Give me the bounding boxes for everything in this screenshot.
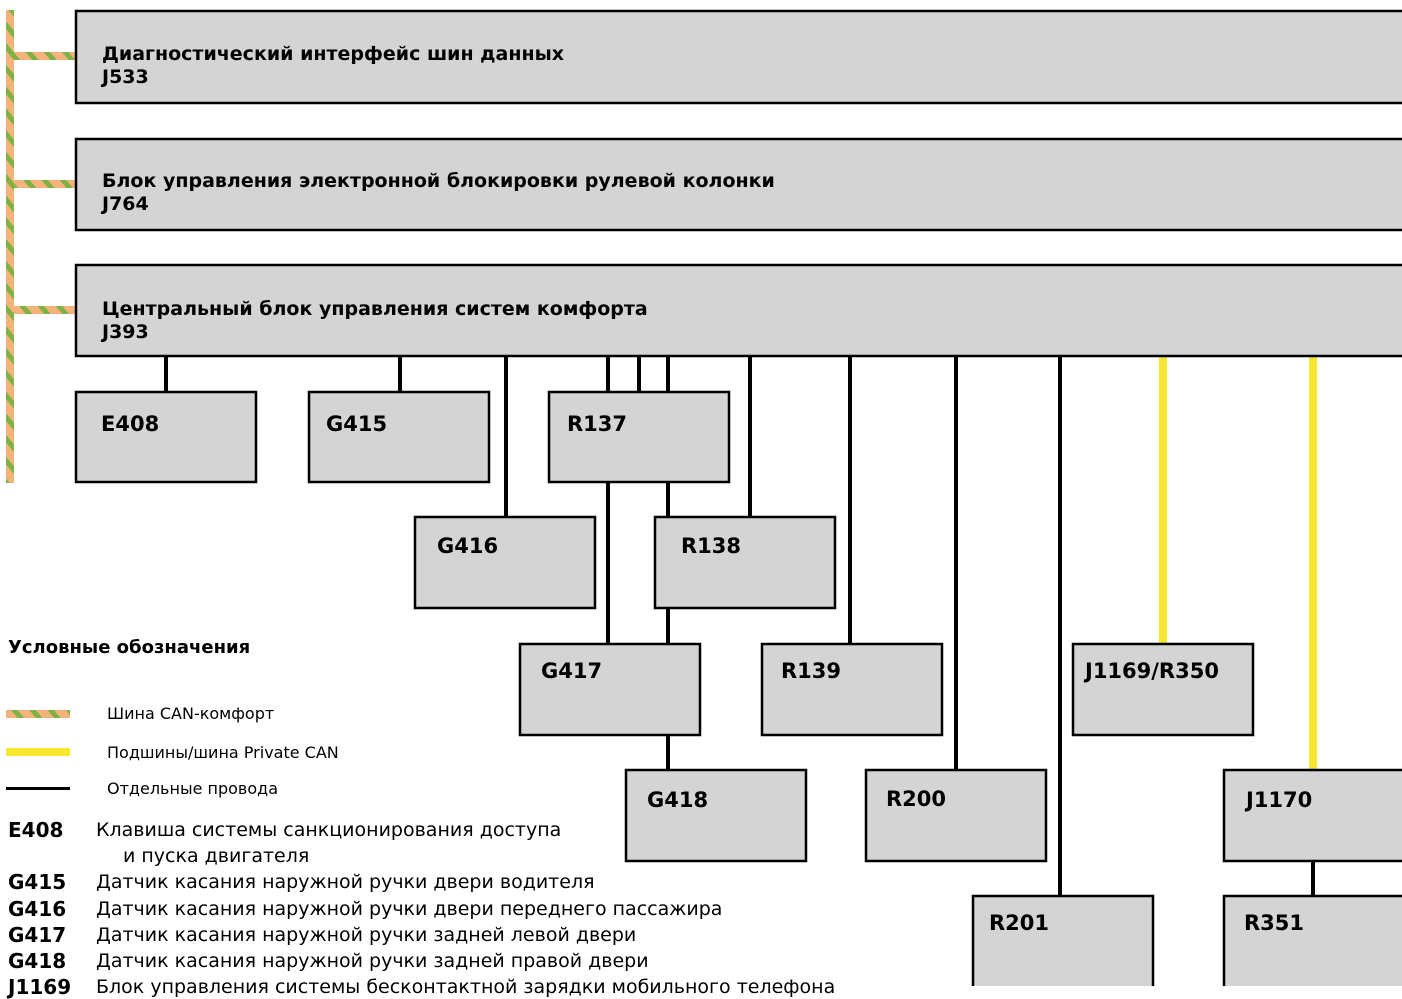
legend-private-can-label: Подшины/шина Private CAN bbox=[107, 743, 339, 762]
legend-wire-symbol bbox=[6, 787, 70, 790]
abbr-g418-desc: Датчик касания наружной ручки задней пра… bbox=[96, 950, 649, 972]
node-g418-label: G418 bbox=[647, 788, 709, 812]
ecu-bars bbox=[74, 9, 1402, 358]
abbr-e408-desc-1: Клавиша системы санкционирования доступа bbox=[96, 819, 562, 841]
box-r137 bbox=[547, 390, 731, 484]
ecu-j393-box bbox=[74, 263, 1402, 358]
abbr-g418-code: G418 bbox=[8, 949, 67, 973]
abbr-j1169-code: J1169 bbox=[8, 975, 72, 999]
box-j1169-r350 bbox=[1071, 642, 1255, 737]
box-g417 bbox=[518, 642, 702, 737]
abbr-g415-desc: Датчик касания наружной ручки двери води… bbox=[96, 871, 595, 893]
legend-private-can-symbol bbox=[6, 748, 70, 756]
ecu-j533-box bbox=[74, 9, 1402, 105]
node-r351-label: R351 bbox=[1244, 911, 1305, 935]
node-j1170-label: J1170 bbox=[1246, 788, 1313, 812]
abbr-g415-code: G415 bbox=[8, 870, 67, 894]
box-r138 bbox=[653, 515, 837, 610]
ecu-j764-label: Блок управления электронной блокировки р… bbox=[102, 170, 775, 216]
ecu-j533-label: Диагностический интерфейс шин данных J53… bbox=[102, 43, 564, 89]
node-g415-label: G415 bbox=[326, 412, 388, 436]
ecu-j393-code: J393 bbox=[102, 321, 149, 343]
box-e408 bbox=[74, 390, 258, 484]
ecu-j764-box bbox=[74, 137, 1402, 232]
node-r137-label: R137 bbox=[567, 412, 628, 436]
node-g417-label: G417 bbox=[541, 659, 603, 683]
abbr-g417-code: G417 bbox=[8, 923, 67, 947]
ecu-j533-code: J533 bbox=[102, 66, 149, 88]
ecu-j393-title: Центральный блок управления систем комфо… bbox=[102, 298, 648, 320]
box-j1170 bbox=[1222, 768, 1402, 863]
abbr-g417-desc: Датчик касания наружной ручки задней лев… bbox=[96, 924, 637, 946]
node-r201-label: R201 bbox=[989, 911, 1050, 935]
box-g416 bbox=[413, 515, 597, 610]
legend-symbols bbox=[6, 710, 70, 790]
node-e408-label: E408 bbox=[101, 412, 160, 436]
abbr-e408-code: E408 bbox=[8, 818, 64, 842]
abbr-g416-code: G416 bbox=[8, 897, 67, 921]
component-boxes bbox=[74, 390, 1402, 986]
box-g418 bbox=[624, 768, 808, 863]
ecu-j764-code: J764 bbox=[102, 193, 149, 215]
box-r351 bbox=[1222, 894, 1402, 986]
ecu-j533-title: Диагностический интерфейс шин данных bbox=[102, 43, 565, 65]
abbr-e408-desc-2: и пуска двигателя bbox=[123, 845, 310, 867]
node-r139-label: R139 bbox=[781, 659, 842, 683]
node-r200-label: R200 bbox=[886, 787, 947, 811]
box-g415 bbox=[307, 390, 491, 484]
can-comfort-bus bbox=[6, 10, 76, 483]
ecu-j764-title: Блок управления электронной блокировки р… bbox=[102, 170, 775, 192]
legend-can-comfort-label: Шина CAN-комфорт bbox=[107, 704, 275, 723]
legend-wire-label: Отдельные провода bbox=[107, 779, 278, 798]
private-can-lines bbox=[1159, 356, 1317, 770]
node-r138-label: R138 bbox=[681, 534, 742, 558]
node-g416-label: G416 bbox=[437, 534, 499, 558]
legend-title: Условные обозначения bbox=[8, 637, 251, 658]
abbr-g416-desc: Датчик касания наружной ручки двери пере… bbox=[96, 898, 723, 920]
individual-wires bbox=[164, 356, 1315, 896]
box-r201 bbox=[971, 894, 1155, 986]
box-r200 bbox=[864, 768, 1048, 863]
node-j1169-r350-label: J1169/R350 bbox=[1085, 659, 1219, 683]
legend-can-comfort-symbol bbox=[6, 710, 70, 718]
box-r139 bbox=[760, 642, 944, 737]
ecu-j393-label: Центральный блок управления систем комфо… bbox=[102, 298, 648, 344]
abbr-j1169-desc: Блок управления системы бесконтактной за… bbox=[96, 976, 836, 998]
